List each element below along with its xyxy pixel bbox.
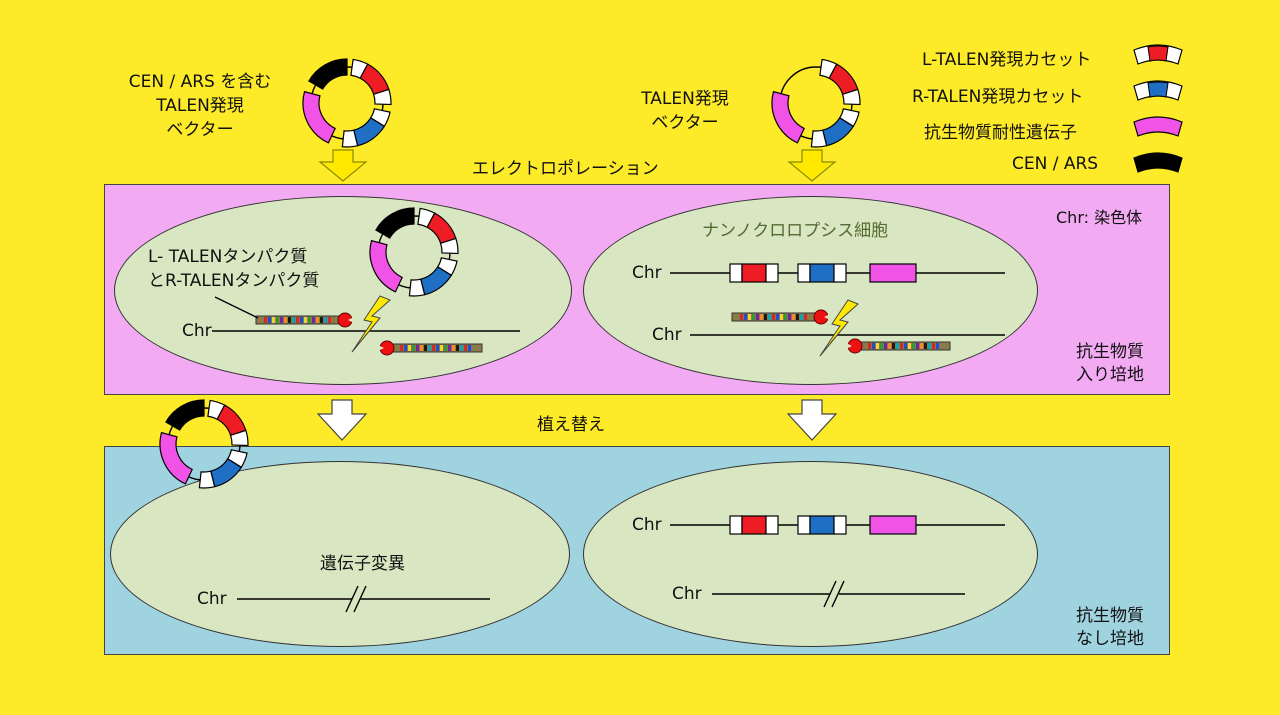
plasmid-cen-ars-left: [302, 58, 392, 148]
cell-bottom-left: [110, 461, 570, 647]
chr-label-bottom-right-2: Chr: [672, 584, 702, 604]
l-talen-protein-top-left: [255, 312, 354, 328]
mutation-label: 遺伝子変異: [320, 554, 405, 574]
cell-name: ナンノクロロプシス細胞: [702, 221, 889, 241]
electroporation-label: エレクトロポレーション: [472, 159, 659, 179]
chromosome-note: Chr: 染色体: [1056, 208, 1143, 227]
chr-label-top-right-1: Chr: [632, 263, 662, 283]
chr-label-top-right-2: Chr: [652, 325, 682, 345]
r-talen-protein-top-left: [378, 340, 483, 356]
antibiotic-medium-label: 抗生物質 入り培地: [1076, 342, 1144, 385]
legend-r-talen: R-TALEN発現カセット: [912, 87, 1084, 107]
l-talen-protein-top-right: [731, 309, 830, 325]
transplant-arrow-left: [316, 399, 368, 441]
right-vector-label: TALEN発現 ベクター: [641, 89, 729, 133]
r-talen-protein-top-right: [846, 338, 951, 354]
black-arc-icon: [1133, 152, 1183, 173]
cleavage-bolt-left: [351, 295, 391, 353]
cleavage-bolt-right: [819, 299, 859, 357]
chr-label-bottom-right-1: Chr: [632, 515, 662, 535]
transplant-arrow-right: [786, 399, 838, 441]
plasmid-right: [771, 58, 861, 148]
legend-cen-ars: CEN / ARS: [1012, 154, 1099, 174]
non-antibiotic-medium-label: 抗生物質 なし培地: [1076, 606, 1144, 649]
plasmid-escaping: [159, 399, 249, 489]
legend-antibiotic-gene: 抗生物質耐性遺伝子: [924, 123, 1077, 143]
down-arrow-left: [318, 149, 368, 182]
cell-top-left: [114, 196, 572, 385]
transplant-label: 植え替え: [537, 415, 605, 435]
red-cassette-icon: [1133, 44, 1183, 65]
legend-l-talen: L-TALEN発現カセット: [922, 50, 1092, 70]
left-vector-label: CEN / ARS を含む TALEN発現 ベクター: [128, 72, 272, 140]
blue-cassette-icon: [1133, 80, 1183, 101]
down-arrow-right: [787, 149, 837, 182]
chr-label-bottom-left: Chr: [197, 589, 227, 609]
chr-label-top-left: Chr: [182, 321, 212, 341]
plasmid-in-cell: [369, 207, 459, 297]
integrated-cassettes-bottom: [729, 515, 917, 535]
magenta-arc-icon: [1133, 116, 1183, 137]
talen-protein-label: L- TALENタンパク質 とR-TALENタンパク質: [148, 247, 320, 291]
cell-top-right: [583, 196, 1038, 385]
cell-bottom-right: [583, 461, 1038, 647]
integrated-cassettes-top: [729, 263, 917, 283]
